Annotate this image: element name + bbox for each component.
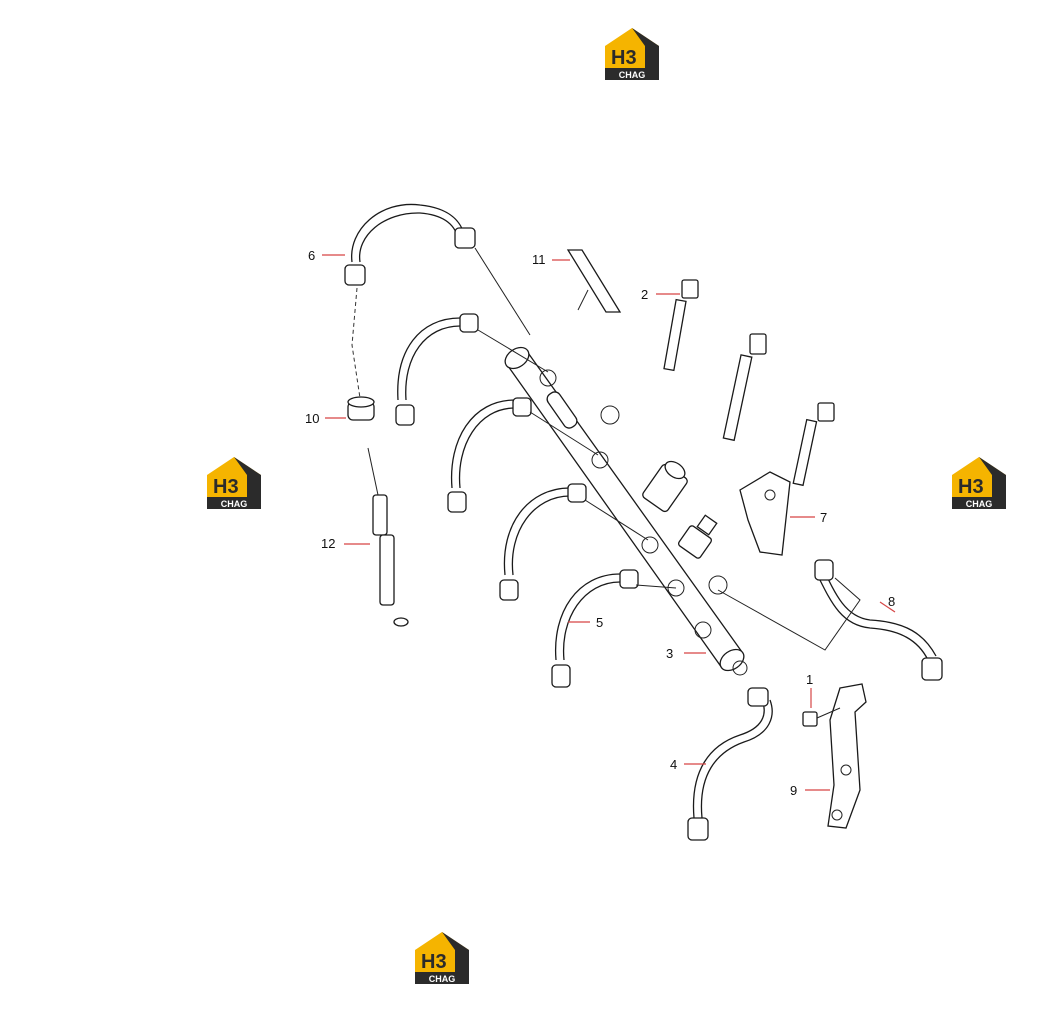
- assembly-dash-line: [351, 287, 361, 399]
- fuel-rail[interactable]: [501, 343, 748, 676]
- callout-8: 8: [888, 594, 895, 609]
- logo-top-text: H3: [213, 476, 239, 498]
- clamp-bolt[interactable]: [802, 707, 841, 727]
- logo-bottom-text: CHAG: [619, 70, 646, 80]
- bolt-bracket[interactable]: [792, 402, 835, 487]
- logo-bottom-text: CHAG: [429, 974, 456, 984]
- logo-bottom-text: CHAG: [221, 499, 248, 509]
- hp-pipe-cyl3[interactable]: [499, 483, 649, 601]
- logo-top-text: H3: [611, 47, 637, 69]
- hp-pipe-4[interactable]: [687, 687, 773, 841]
- pressure-limiter-valve[interactable]: [641, 458, 689, 513]
- hp-pipe-8[interactable]: [717, 559, 943, 681]
- callout-9: 9: [790, 783, 797, 798]
- callout-leaders: [322, 254, 896, 791]
- hp-pipe-cyl2[interactable]: [447, 397, 599, 513]
- logo-bottom-text: CHAG: [966, 499, 993, 509]
- logo-top-text: H3: [958, 476, 984, 498]
- hp-pipe-cyl1[interactable]: [395, 313, 549, 426]
- callout-10: 10: [305, 411, 319, 426]
- callout-4: 4: [670, 757, 677, 772]
- callout-2: 2: [641, 287, 648, 302]
- rail-pressure-sensor[interactable]: [677, 514, 718, 559]
- brand-logo-top: H3 CHAG: [601, 24, 663, 82]
- hp-pipe-5[interactable]: [551, 569, 677, 688]
- logo-top-text: H3: [421, 951, 447, 973]
- hp-pipe-6[interactable]: [344, 203, 476, 286]
- callout-11: 11: [532, 252, 546, 267]
- fuel-injector[interactable]: [347, 396, 409, 627]
- brand-logo-left: H3 CHAG: [203, 453, 265, 511]
- pipe-6-leader-line: [474, 247, 531, 336]
- bolt-2[interactable]: [663, 279, 699, 372]
- bolt-long[interactable]: [722, 333, 767, 442]
- callout-3: 3: [666, 646, 673, 661]
- brand-logo-right: H3 CHAG: [948, 453, 1010, 511]
- brand-logo-bottom: H3 CHAG: [411, 928, 473, 986]
- callout-6: 6: [308, 248, 315, 263]
- callout-12: 12: [321, 536, 335, 551]
- callout-7: 7: [820, 510, 827, 525]
- pipe-clamp[interactable]: [827, 683, 867, 829]
- callout-5: 5: [596, 615, 603, 630]
- insulation-pad[interactable]: [566, 249, 622, 313]
- rail-bracket[interactable]: [739, 471, 791, 556]
- callout-1: 1: [806, 672, 813, 687]
